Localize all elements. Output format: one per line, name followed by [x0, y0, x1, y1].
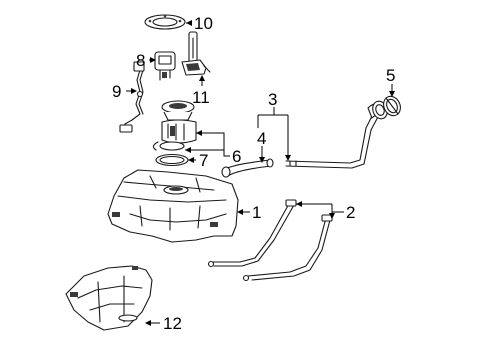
leader-lines: [126, 20, 395, 326]
fuel-pump-module: [152, 100, 197, 151]
fuel-level-sensor: [181, 31, 211, 76]
callout-7: 7: [199, 151, 208, 170]
callout-5: 5: [386, 66, 395, 85]
callout-4: 4: [257, 129, 266, 148]
callout-1: 1: [252, 203, 261, 222]
filler-pipe: [285, 100, 388, 169]
callout-8: 8: [136, 51, 145, 70]
fuel-tank: [107, 169, 239, 243]
wiring-harness: [119, 61, 145, 133]
callout-12: 12: [163, 314, 182, 333]
pump-seal-ring: [155, 153, 189, 167]
lock-ring-gasket: [144, 14, 186, 30]
callout-2: 2: [346, 203, 355, 222]
callout-11: 11: [192, 88, 210, 107]
callout-9: 9: [112, 82, 121, 101]
filler-hose: [221, 158, 274, 178]
tank-shield: [65, 265, 153, 331]
callout-6: 6: [232, 147, 241, 166]
fuel-level-sender: [154, 51, 176, 81]
fuel-cap: [383, 95, 401, 117]
callout-3: 3: [268, 90, 277, 109]
callout-10: 10: [194, 14, 213, 33]
